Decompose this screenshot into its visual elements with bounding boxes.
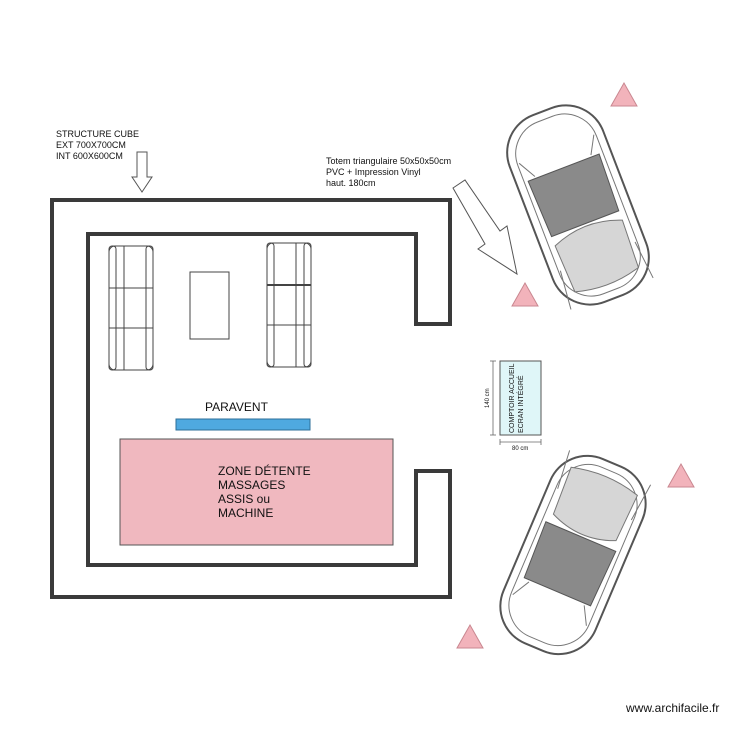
relaxation-zone xyxy=(119,438,394,546)
car-upper xyxy=(506,104,654,310)
watermark: www.archifacile.fr xyxy=(625,701,719,715)
seat-group-right xyxy=(266,242,312,368)
counter-label-1: COMPTOIR ACCUEIL xyxy=(509,363,516,433)
zone-label-1: ZONE DÉTENTE xyxy=(218,463,311,478)
totem-icon-3 xyxy=(667,462,695,488)
structure-arrow-icon xyxy=(131,151,153,193)
paravent-screen xyxy=(175,418,311,431)
structure-label-1: STRUCTURE CUBE xyxy=(56,129,139,139)
counter-label-2: ECRAN INTÉGRÉ xyxy=(516,375,525,433)
paravent-label: PARAVENT xyxy=(205,400,269,414)
zone-label-2: MASSAGES xyxy=(218,478,285,492)
car-lower xyxy=(499,450,652,656)
totem-label-2: PVC + Impression Vinyl xyxy=(326,167,421,177)
dimension-height xyxy=(490,360,496,436)
structure-walls xyxy=(50,198,452,599)
dimension-width xyxy=(499,439,542,445)
seat-group-left xyxy=(108,245,154,371)
zone-label-4: MACHINE xyxy=(218,506,273,520)
low-table xyxy=(189,271,230,340)
totem-icon-1 xyxy=(610,81,638,107)
dimension-width-label: 80 cm xyxy=(512,446,528,452)
reception-counter xyxy=(499,360,542,436)
totem-icon-4 xyxy=(456,623,484,649)
dimension-height-label: 140 cm xyxy=(485,388,491,408)
totem-label-1: Totem triangulaire 50x50x50cm xyxy=(326,156,451,166)
totem-arrow-icon xyxy=(452,179,518,276)
totem-icon-2 xyxy=(511,281,539,307)
totem-label-3: haut. 180cm xyxy=(326,178,376,188)
structure-label-3: INT 600X600CM xyxy=(56,151,123,161)
zone-label-3: ASSIS ou xyxy=(218,492,270,506)
structure-label-2: EXT 700X700CM xyxy=(56,140,126,150)
